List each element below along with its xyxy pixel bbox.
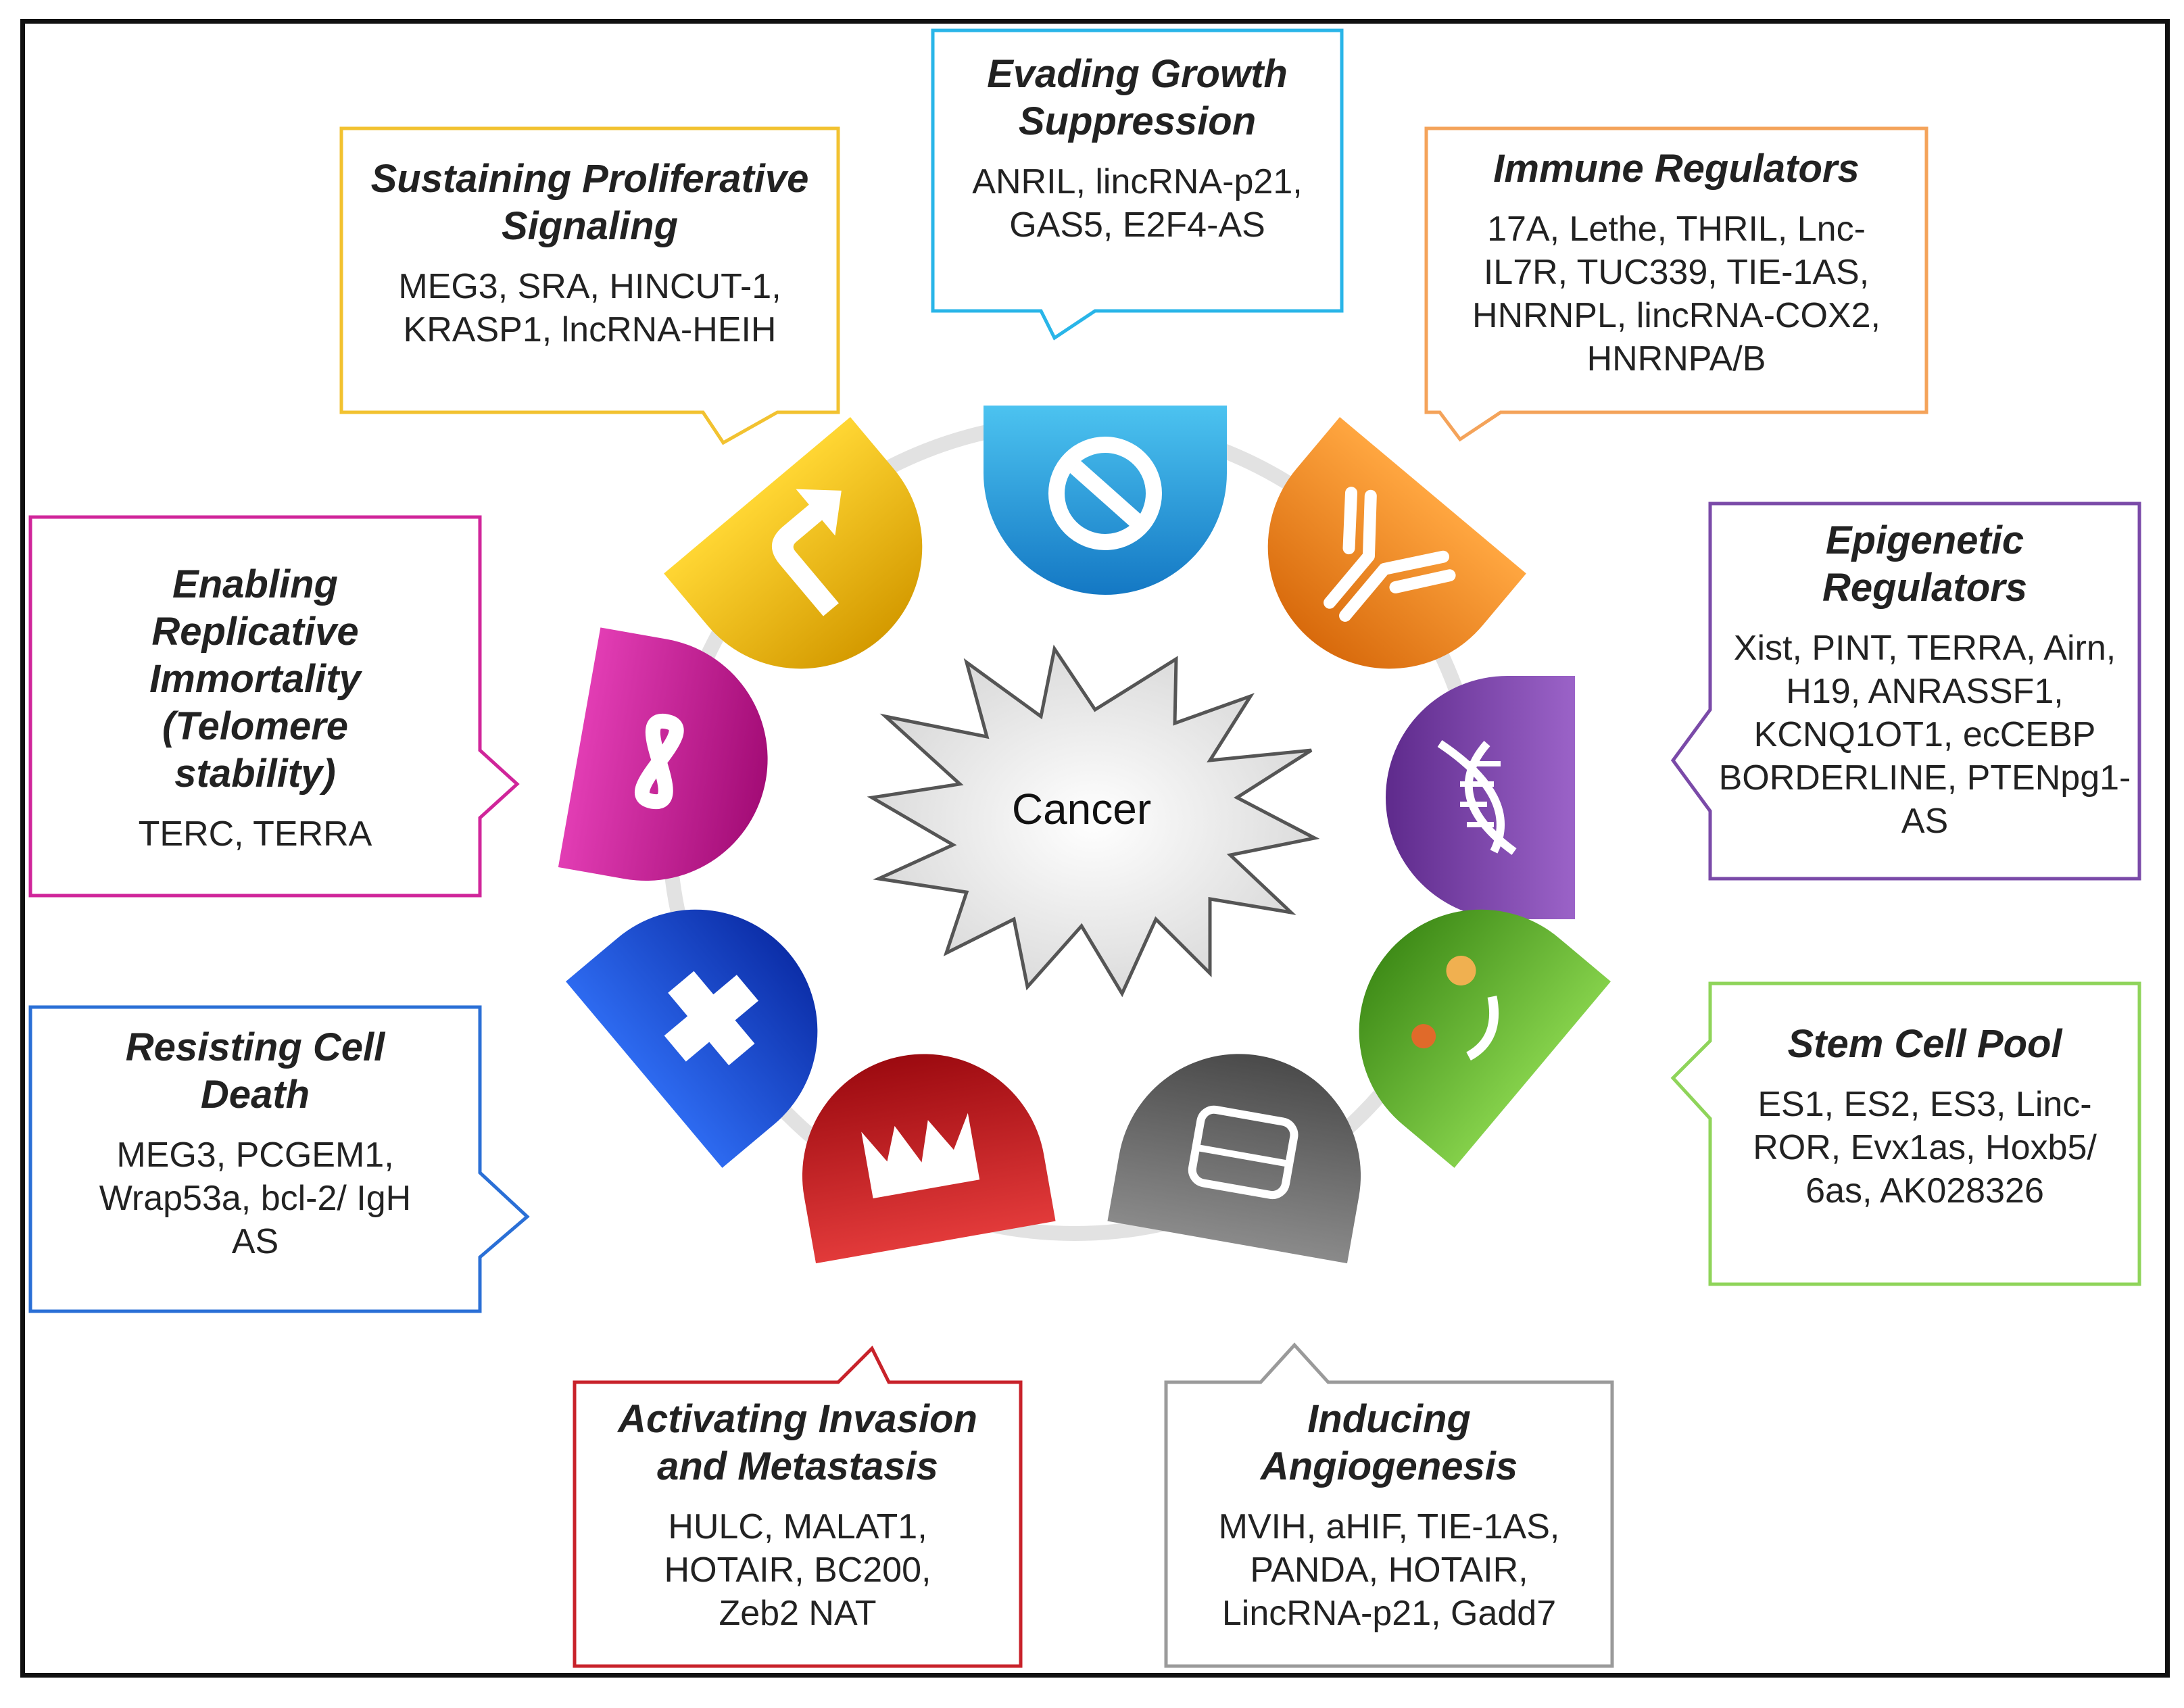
callout-genes: MEG3, PCGEM1, Wrap53a, bcl-2/ IgH AS (99, 1136, 412, 1261)
callout-frame-enabling (28, 515, 520, 898)
callout-sustaining-proliferative-signaling: Sustaining Proliferative Signaling MEG3,… (348, 155, 831, 351)
callout-title: Resisting Cell Death (125, 1025, 385, 1117)
invasion-icon (802, 1054, 1056, 1264)
callout-frame-immune (1424, 126, 1928, 442)
callout-frame-activating (573, 1345, 1023, 1668)
callout-title: Sustaining Proliferative Signaling (370, 157, 809, 248)
callout-title: Inducing Angiogenesis (1260, 1397, 1518, 1488)
callout-genes: TERC, TERRA (138, 814, 372, 854)
cross-icon (566, 909, 818, 1168)
callout-genes: MVIH, aHIF, TIE-1AS, PANDA, HOTAIR, Linc… (1218, 1507, 1560, 1633)
callout-resisting-cell-death: Resisting Cell Death MEG3, PCGEM1, Wrap5… (37, 1024, 473, 1263)
callout-evading-growth-suppression: Evading Growth Suppression ANRIL, lincRN… (936, 51, 1338, 247)
callout-activating-invasion-metastasis: Activating Invasion and Metastasis HULC,… (581, 1396, 1014, 1635)
callout-title: Stem Cell Pool (1787, 1022, 2062, 1066)
dna-icon (1386, 676, 1575, 919)
callout-title: Epigenetic Regulators (1822, 518, 2027, 610)
callout-genes: Xist, PINT, TERRA, Airn, H19, ANRASSF1, … (1718, 629, 2131, 841)
no-symbol-icon (984, 406, 1227, 595)
callout-frame-epigenetic (1670, 502, 2141, 881)
callout-genes: MEG3, SRA, HINCUT-1, KRASP1, lncRNA-HEIH (398, 267, 781, 349)
callout-genes: HULC, MALAT1, HOTAIR, BC200, Zeb2 NAT (664, 1507, 931, 1633)
cancer-label: Cancer (1011, 785, 1152, 833)
callout-genes: ES1, ES2, ES3, Linc-ROR, Evx1as, Hoxb5/ … (1753, 1085, 2097, 1211)
antibody-icon (1267, 417, 1526, 669)
infinity-icon (558, 627, 768, 881)
callout-inducing-angiogenesis: Inducing Angiogenesis MVIH, aHIF, TIE-1A… (1173, 1396, 1605, 1635)
callout-frame-resisting (28, 1005, 530, 1313)
callout-immune-regulators: Immune Regulators 17A, Lethe, THRIL, Lnc… (1433, 145, 1920, 381)
callout-title: Enabling Replicative Immortality (Telome… (149, 562, 361, 796)
callout-title: Immune Regulators (1493, 147, 1860, 191)
cancer-starburst (867, 644, 1320, 998)
callout-enabling-replicative-immortality: Enabling Replicative Immortality (Telome… (37, 561, 473, 856)
callout-title: Evading Growth Suppression (987, 52, 1288, 143)
vessel-icon (1107, 1054, 1361, 1264)
callout-frame-evading (931, 28, 1344, 341)
callout-frame-stem (1670, 981, 2141, 1286)
callout-frame-sustaining (339, 126, 840, 445)
callout-genes: ANRIL, lincRNA-p21, GAS5, E2F4-AS (972, 162, 1303, 245)
callout-stem-cell-pool: Stem Cell Pool ES1, ES2, ES3, Linc-ROR, … (1717, 1021, 2133, 1213)
turn-arrow-icon (664, 417, 923, 669)
callout-frame-inducing (1164, 1342, 1614, 1668)
callout-genes: 17A, Lethe, THRIL, Lnc-IL7R, TUC339, TIE… (1472, 210, 1880, 379)
stem-cell-icon (1359, 909, 1611, 1168)
callout-epigenetic-regulators: Epigenetic Regulators Xist, PINT, TERRA,… (1717, 517, 2133, 843)
callout-title: Activating Invasion and Metastasis (618, 1397, 977, 1488)
